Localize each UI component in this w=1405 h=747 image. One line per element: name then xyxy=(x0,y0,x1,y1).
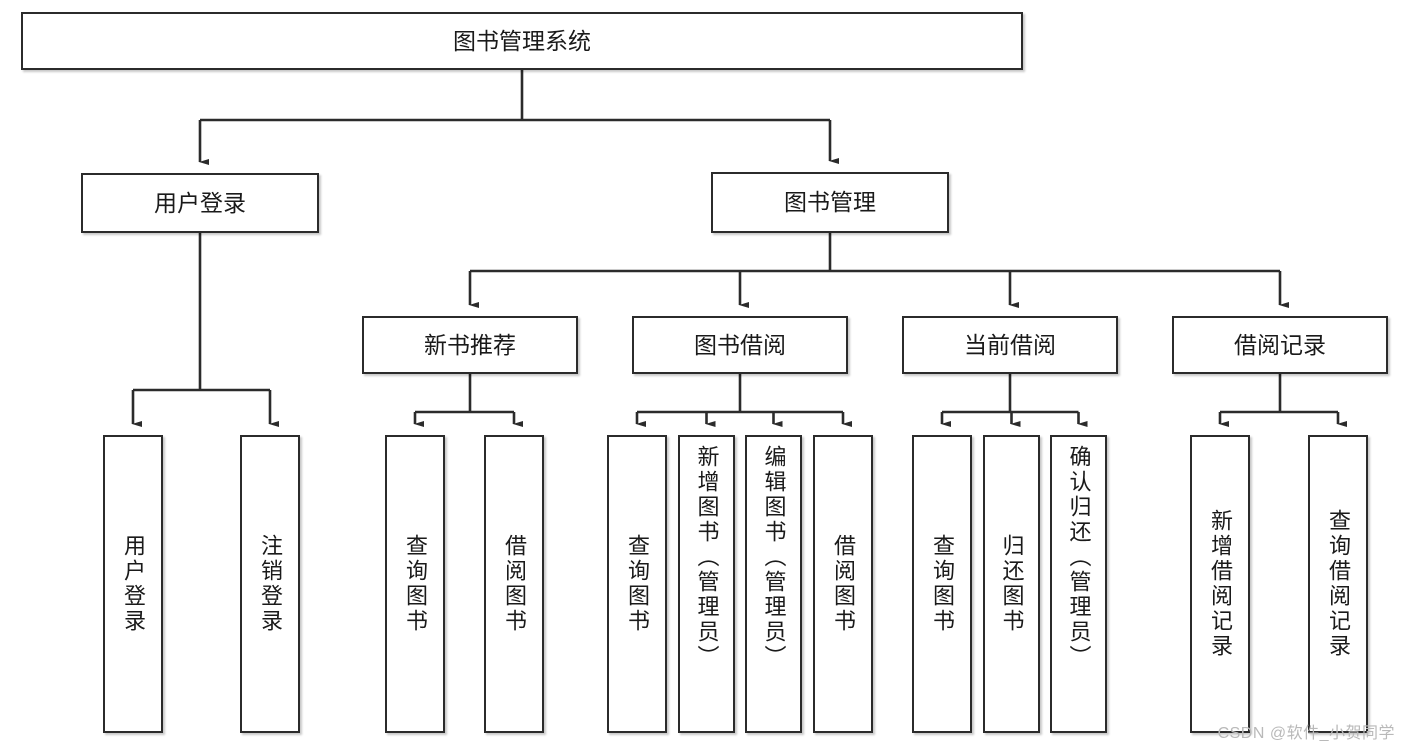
node-leaf-edit-book-label: 编辑图书（管理员） xyxy=(761,445,787,670)
node-leaf-user-login-label: 用户登录 xyxy=(121,534,146,634)
node-leaf-add-record[interactable]: 新增借阅记录 xyxy=(1190,435,1250,733)
node-leaf-borrow-book-2[interactable]: 借阅图书 xyxy=(813,435,873,733)
node-leaf-borrow-book-2-label: 借阅图书 xyxy=(831,534,856,634)
node-root[interactable]: 图书管理系统 xyxy=(21,12,1023,70)
node-leaf-edit-book[interactable]: 编辑图书（管理员） xyxy=(745,435,802,733)
node-leaf-borrow-book-1[interactable]: 借阅图书 xyxy=(484,435,544,733)
node-leaf-add-book-label: 新增图书（管理员） xyxy=(694,445,720,670)
node-leaf-query-book-1-label: 查询图书 xyxy=(403,534,428,634)
node-current-borrow[interactable]: 当前借阅 xyxy=(902,316,1118,374)
node-user-login-label: 用户登录 xyxy=(154,189,246,216)
node-leaf-return-book-label: 归还图书 xyxy=(999,534,1025,634)
node-leaf-query-book-3[interactable]: 查询图书 xyxy=(912,435,972,733)
node-book-borrow[interactable]: 图书借阅 xyxy=(632,316,848,374)
watermark: CSDN @软件_小贺同学 xyxy=(1217,725,1395,742)
node-leaf-return-book[interactable]: 归还图书 xyxy=(983,435,1040,733)
node-leaf-borrow-book-1-label: 借阅图书 xyxy=(502,534,527,634)
node-leaf-query-book-3-label: 查询图书 xyxy=(930,534,955,634)
node-leaf-query-record[interactable]: 查询借阅记录 xyxy=(1308,435,1368,733)
node-new-book-rec[interactable]: 新书推荐 xyxy=(362,316,578,374)
node-leaf-add-book[interactable]: 新增图书（管理员） xyxy=(678,435,735,733)
node-leaf-confirm-return[interactable]: 确认归还（管理员） xyxy=(1050,435,1107,733)
node-current-borrow-label: 当前借阅 xyxy=(964,331,1056,358)
node-leaf-confirm-return-label: 确认归还（管理员） xyxy=(1066,445,1092,670)
node-book-manage-label: 图书管理 xyxy=(784,189,876,216)
node-user-login[interactable]: 用户登录 xyxy=(81,173,319,233)
node-root-label: 图书管理系统 xyxy=(453,27,591,54)
node-new-book-rec-label: 新书推荐 xyxy=(424,331,516,358)
node-leaf-add-record-label: 新增借阅记录 xyxy=(1208,509,1233,659)
node-leaf-query-book-2[interactable]: 查询图书 xyxy=(607,435,667,733)
node-leaf-user-logout[interactable]: 注销登录 xyxy=(240,435,300,733)
node-book-borrow-label: 图书借阅 xyxy=(694,331,786,358)
node-leaf-user-login[interactable]: 用户登录 xyxy=(103,435,163,733)
node-leaf-user-logout-label: 注销登录 xyxy=(258,534,283,634)
node-leaf-query-book-2-label: 查询图书 xyxy=(625,534,650,634)
node-leaf-query-record-label: 查询借阅记录 xyxy=(1326,509,1351,659)
node-borrow-record-label: 借阅记录 xyxy=(1234,331,1326,358)
node-borrow-record[interactable]: 借阅记录 xyxy=(1172,316,1388,374)
node-book-manage[interactable]: 图书管理 xyxy=(711,172,949,233)
node-leaf-query-book-1[interactable]: 查询图书 xyxy=(385,435,445,733)
